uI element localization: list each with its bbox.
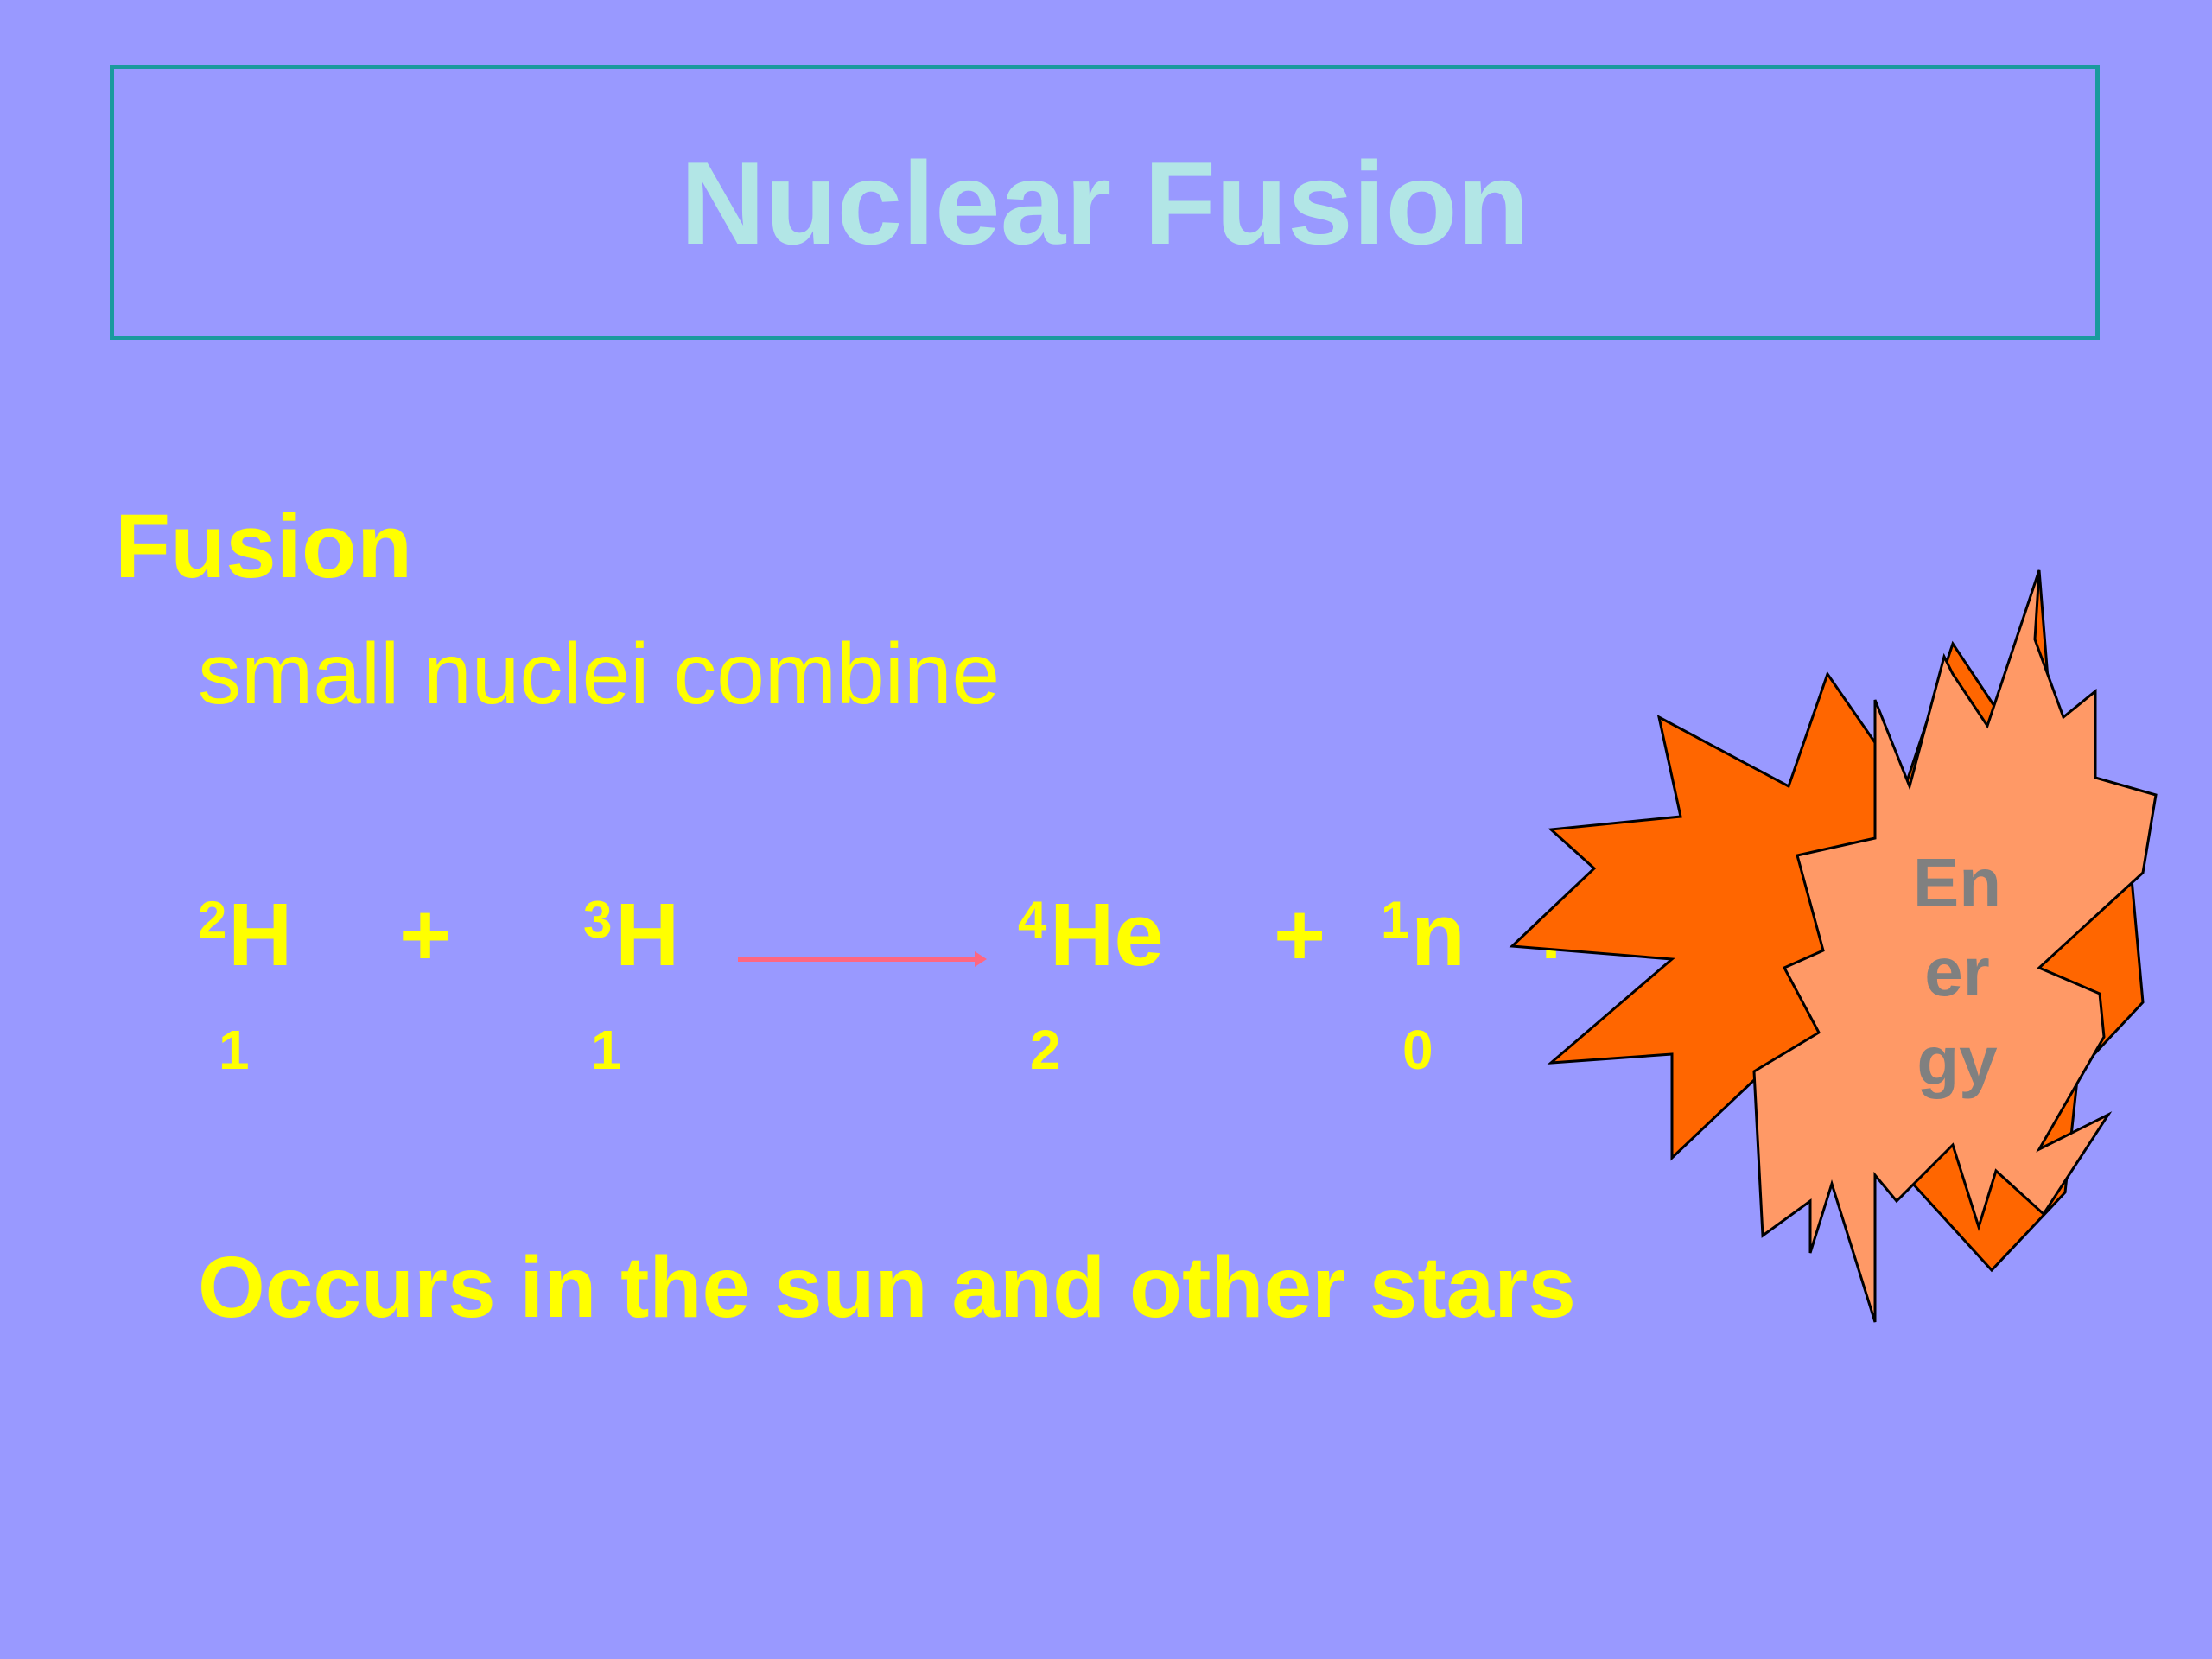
title-box: Nuclear Fusion (110, 65, 2100, 340)
reactant1-mass-number: 2 (198, 891, 227, 949)
reactant2-mass-number: 3 (583, 891, 613, 949)
product1-mass-number: 4 (1018, 891, 1047, 949)
energy-label: En er gy (1892, 838, 2022, 1105)
energy-line-1: En (1912, 844, 2002, 921)
slide-title: Nuclear Fusion (680, 137, 1529, 269)
reactant1-symbol: H (228, 885, 293, 984)
plus-sign-1: + (399, 885, 452, 984)
product2-mass-number: 1 (1381, 891, 1410, 949)
footer-statement: Occurs in the sun and other stars (198, 1239, 1576, 1336)
reactant2-symbol: H (615, 885, 680, 984)
subtitle: small nuclei combine (198, 626, 1001, 722)
energy-line-3: gy (1916, 1022, 1998, 1099)
product1-symbol: He (1050, 885, 1164, 984)
product2-symbol: n (1411, 885, 1465, 984)
burst-back-icon (1509, 569, 2145, 1273)
energy-line-2: er (1924, 933, 1990, 1010)
reactant1-atomic-number: 1 (219, 1019, 250, 1081)
product2-atomic-number: 0 (1402, 1019, 1433, 1081)
product1-atomic-number: 2 (1030, 1019, 1061, 1081)
reactant2-atomic-number: 1 (591, 1019, 622, 1081)
plus-sign-3: + (1525, 885, 1578, 984)
heading-fusion: Fusion (115, 496, 413, 597)
reaction-arrow-icon (738, 951, 987, 967)
plus-sign-2: + (1274, 885, 1326, 984)
